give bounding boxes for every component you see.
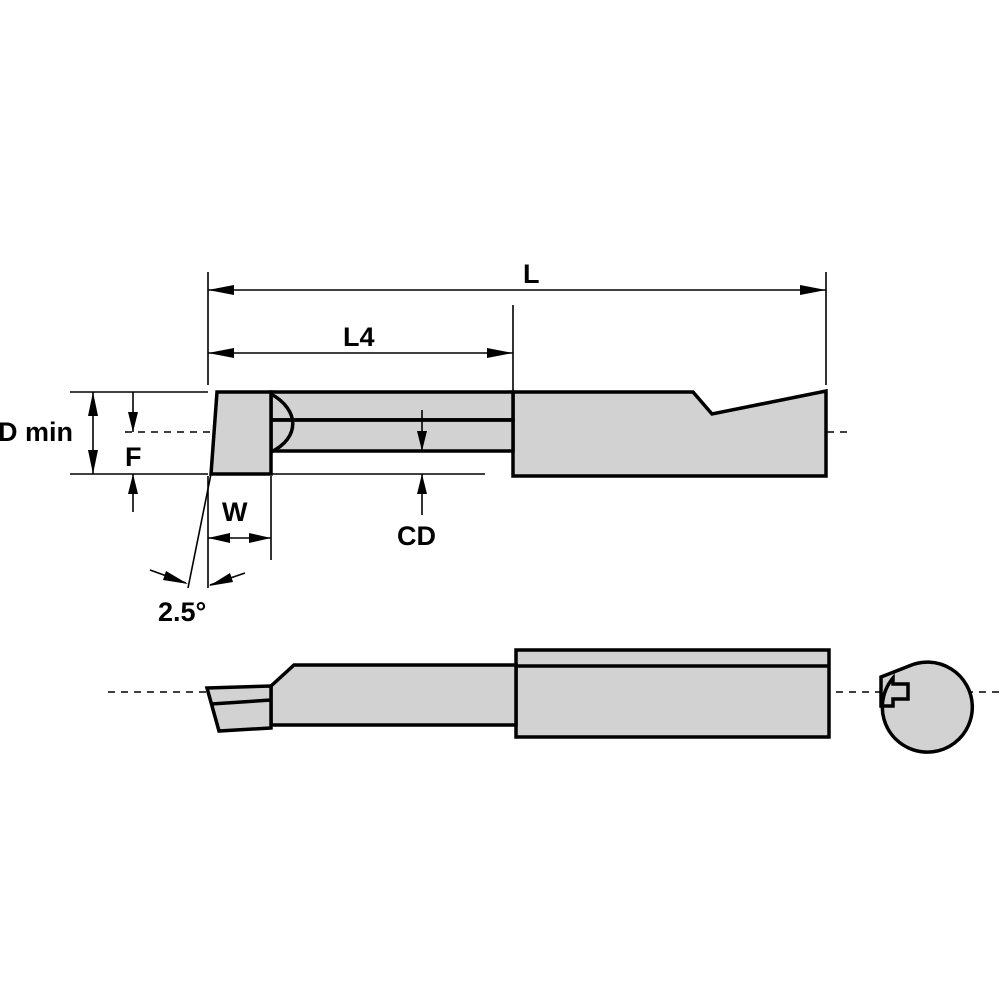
tool-top-view <box>108 648 1000 754</box>
shank-end-view <box>879 660 975 754</box>
chip-face-curve <box>270 392 295 454</box>
arrow-f-top <box>128 412 138 432</box>
dimension-labels: L L4 D min F W CD 2.5° <box>0 259 540 627</box>
label-w: W <box>222 497 248 527</box>
cutting-head-bottom-view <box>204 684 273 733</box>
shank-bottom-view <box>514 648 831 739</box>
neck-lower-top-view <box>269 418 515 453</box>
shank-top-view <box>511 388 828 478</box>
arrow-cd-bottom <box>417 474 427 494</box>
tool-side-view <box>125 388 850 478</box>
dimension-lines <box>70 272 827 589</box>
angle-line <box>187 473 212 589</box>
label-f: F <box>125 442 142 472</box>
arrow-w-right <box>249 533 271 543</box>
arrow-dmin-bottom <box>88 450 98 474</box>
arrow-l4-left <box>208 348 234 358</box>
arrow-l-right <box>800 285 826 295</box>
arrow-dmin-top <box>88 392 98 416</box>
arrow-w-left <box>208 533 230 543</box>
arrow-l4-right <box>487 348 513 358</box>
arrow-angle-left <box>163 571 188 584</box>
arrow-l-left <box>208 285 234 295</box>
label-cd: CD <box>397 521 436 551</box>
arrow-cd-top <box>417 431 427 451</box>
label-l: L <box>523 259 540 289</box>
arrow-f-bottom <box>128 474 138 494</box>
neck-bottom-view <box>269 663 518 727</box>
cutting-head-top-view <box>209 390 273 476</box>
neck-top-view <box>269 390 515 422</box>
label-angle: 2.5° <box>158 597 206 627</box>
arrow-angle-right <box>209 573 233 586</box>
insert-edge-line <box>210 698 272 706</box>
label-l4: L4 <box>343 322 375 352</box>
label-dmin: D min <box>0 417 73 447</box>
